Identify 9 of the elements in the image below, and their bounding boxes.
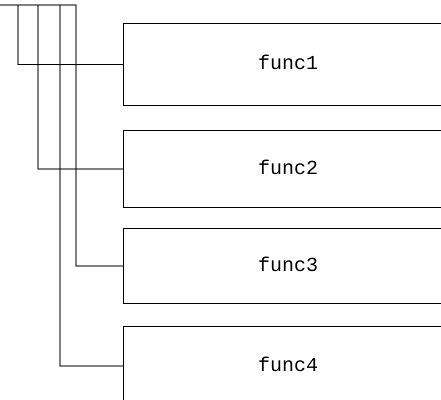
connector-line (0, 4, 124, 366)
function-box (123, 130, 441, 208)
function-box (123, 228, 441, 304)
function-box (123, 23, 441, 106)
function-box (123, 326, 441, 400)
function-name: func1 (258, 53, 318, 76)
function-name: func4 (258, 354, 318, 378)
function-name: func2 (258, 158, 318, 180)
function-name: func3 (258, 254, 318, 278)
